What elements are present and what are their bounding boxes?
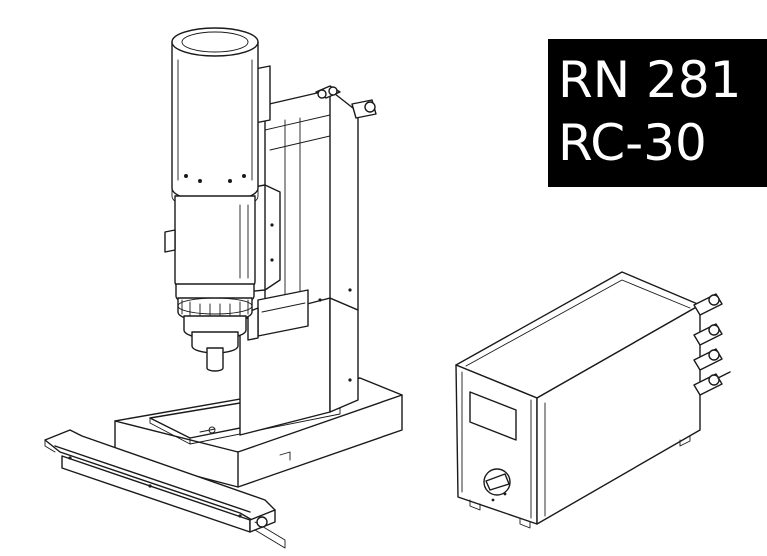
connectors [693, 293, 731, 396]
controller-model: RC-30 [558, 114, 707, 172]
model-label-box: RN 281 RC-30 [548, 39, 767, 187]
control-unit-box [455, 271, 731, 529]
press-machine [44, 27, 403, 549]
model-number: RN 281 [558, 51, 742, 109]
